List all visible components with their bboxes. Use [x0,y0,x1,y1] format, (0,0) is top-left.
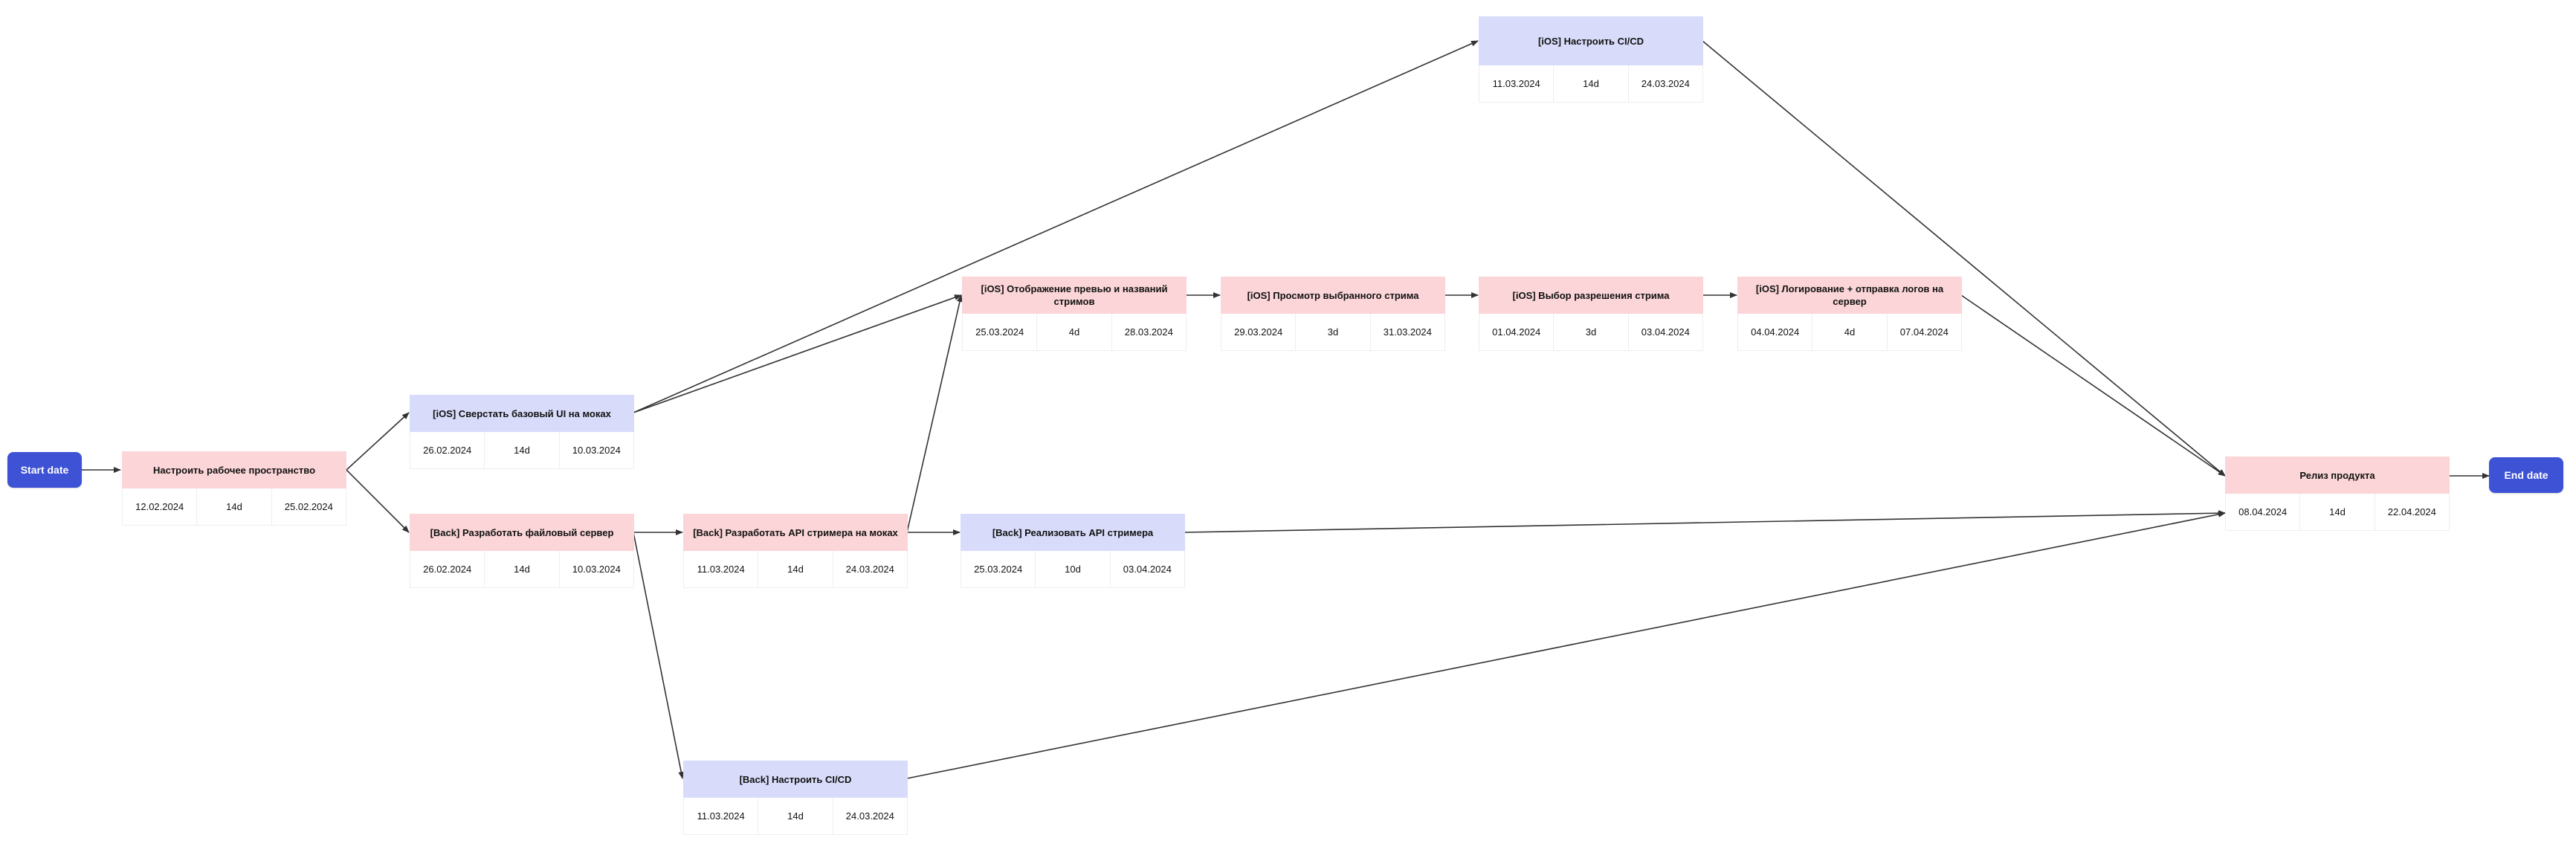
task-duration: 14d [758,798,833,834]
task-dates-row: 26.02.2024 14d 10.03.2024 [410,551,634,588]
task-end-date: 10.03.2024 [560,432,634,468]
task-end-date: 24.03.2024 [1629,65,1703,102]
task-duration: 14d [485,551,560,587]
task-title: [iOS] Просмотр выбранного стрима [1221,277,1445,314]
task-title: [iOS] Отображение превью и названий стри… [962,277,1187,314]
task-end-date: 25.02.2024 [272,488,346,525]
edge-ios-ui-to-ios-cicd [633,40,1479,413]
task-title: [iOS] Выбор разрешения стрима [1479,277,1703,314]
task-dates-row: 26.02.2024 14d 10.03.2024 [410,432,634,469]
start-date-label: Start date [20,464,69,476]
task-title: [iOS] Логирование + отправка логов на се… [1737,277,1962,314]
task-start-date: 04.04.2024 [1738,314,1813,350]
task-duration: 14d [485,432,560,468]
task-duration: 14d [1554,65,1629,102]
task-end-date: 24.03.2024 [833,551,908,587]
task-dates-row: 11.03.2024 14d 24.03.2024 [1479,65,1703,103]
task-start-date: 08.04.2024 [2226,494,2301,530]
task-start-date: 01.04.2024 [1479,314,1555,350]
edge-ios-ui-to-previews [633,294,962,413]
task-card-back-api-impl[interactable]: [Back] Реализовать API стримера 25.03.20… [961,514,1185,588]
task-title: Релиз продукта [2225,457,2450,494]
task-start-date: 26.02.2024 [410,551,485,587]
task-start-date: 11.03.2024 [684,551,759,587]
task-end-date: 28.03.2024 [1112,314,1187,350]
edge-workspace-to-ios-ui [346,412,410,471]
task-card-workspace[interactable]: Настроить рабочее пространство 12.02.202… [122,451,346,526]
task-title: [Back] Разработать файловый сервер [410,514,634,551]
task-end-date: 31.03.2024 [1371,314,1445,350]
end-date-label: End date [2504,469,2548,481]
edge-api-mocks-to-previews [906,294,963,533]
task-dates-row: 12.02.2024 14d 25.02.2024 [122,488,346,526]
edge-api-impl-to-release [1184,510,2226,533]
task-duration: 14d [197,488,272,525]
task-dates-row: 25.03.2024 4d 28.03.2024 [962,314,1187,351]
edge-workspace-to-file-server [346,469,410,533]
task-dates-row: 01.04.2024 3d 03.04.2024 [1479,314,1703,351]
start-date-node[interactable]: Start date [7,452,82,488]
edge-logging-to-release [1960,294,2226,477]
task-start-date: 29.03.2024 [1221,314,1297,350]
task-card-back-cicd[interactable]: [Back] Настроить CI/CD 11.03.2024 14d 24… [683,761,908,835]
task-duration: 10d [1036,551,1111,587]
task-duration: 4d [1812,314,1888,350]
task-end-date: 03.04.2024 [1629,314,1703,350]
task-title: Настроить рабочее пространство [122,451,346,488]
edge-ios-cicd-to-release [1702,40,2226,477]
task-title: [Back] Реализовать API стримера [961,514,1185,551]
task-dates-row: 04.04.2024 4d 07.04.2024 [1737,314,1962,351]
task-dates-row: 11.03.2024 14d 24.03.2024 [683,798,908,835]
task-title: [iOS] Сверстать базовый UI на моках [410,395,634,432]
task-title: [Back] Настроить CI/CD [683,761,908,798]
task-end-date: 24.03.2024 [833,798,908,834]
task-title: [iOS] Настроить CI/CD [1479,16,1703,65]
task-dates-row: 29.03.2024 3d 31.03.2024 [1221,314,1445,351]
task-duration: 14d [758,551,833,587]
task-card-ios-cicd[interactable]: [iOS] Настроить CI/CD 11.03.2024 14d 24.… [1479,16,1703,103]
task-dates-row: 08.04.2024 14d 22.04.2024 [2225,494,2450,531]
task-end-date: 10.03.2024 [560,551,634,587]
task-start-date: 25.03.2024 [961,551,1036,587]
task-start-date: 26.02.2024 [410,432,485,468]
task-end-date: 03.04.2024 [1111,551,1185,587]
task-card-ios-logging[interactable]: [iOS] Логирование + отправка логов на се… [1737,277,1962,351]
task-end-date: 07.04.2024 [1888,314,1962,350]
task-card-back-file-server[interactable]: [Back] Разработать файловый сервер 26.02… [410,514,634,588]
task-dates-row: 25.03.2024 10d 03.04.2024 [961,551,1185,588]
task-end-date: 22.04.2024 [2375,494,2450,530]
task-duration: 4d [1037,314,1112,350]
end-date-node[interactable]: End date [2489,457,2563,493]
task-duration: 3d [1296,314,1371,350]
task-card-ios-base-ui[interactable]: [iOS] Сверстать базовый UI на моках 26.0… [410,395,634,469]
task-start-date: 25.03.2024 [963,314,1038,350]
task-card-ios-stream-viewing[interactable]: [iOS] Просмотр выбранного стрима 29.03.2… [1221,277,1445,351]
task-start-date: 11.03.2024 [684,798,759,834]
task-title: [Back] Разработать API стримера на моках [683,514,908,551]
task-start-date: 11.03.2024 [1479,65,1555,102]
edge-file-server-to-back-cicd [633,532,685,779]
task-duration: 14d [2300,494,2375,530]
task-card-ios-resolution[interactable]: [iOS] Выбор разрешения стрима 01.04.2024… [1479,277,1703,351]
task-start-date: 12.02.2024 [123,488,198,525]
task-duration: 3d [1554,314,1629,350]
task-card-back-api-mocks[interactable]: [Back] Разработать API стримера на моках… [683,514,908,588]
task-card-release[interactable]: Релиз продукта 08.04.2024 14d 22.04.2024 [2225,457,2450,531]
task-card-ios-stream-previews[interactable]: [iOS] Отображение превью и названий стри… [962,277,1187,351]
task-dates-row: 11.03.2024 14d 24.03.2024 [683,551,908,588]
